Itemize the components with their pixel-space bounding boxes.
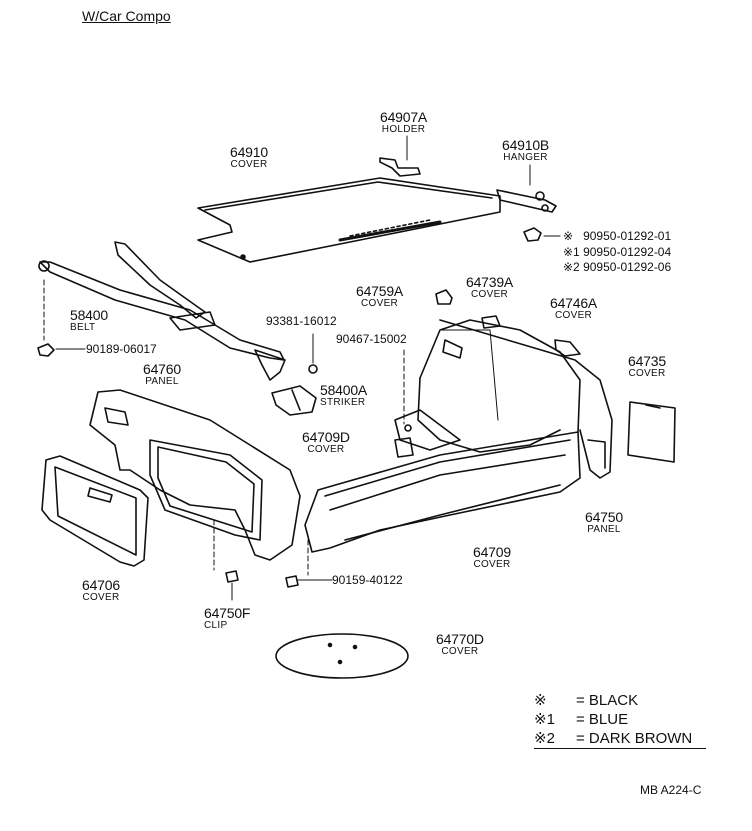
diagram-title: W/Car Compo (82, 8, 171, 24)
legend-row: ※1= BLUE (534, 711, 629, 728)
round-cover-drawing (275, 633, 409, 679)
fastener-bolt-drawing (523, 227, 561, 242)
cover-board-drawing (197, 177, 501, 263)
belt-drawing (37, 241, 286, 381)
fastener-label: ※ 90950-01292-01 (563, 229, 672, 243)
fastener-label: ※2 90950-01292-06 (563, 260, 672, 274)
clip-drawing (213, 519, 239, 601)
main-cover-drawing (304, 319, 581, 553)
fastener-label: 90467-15002 (336, 332, 407, 346)
fastener-label: 90189-06017 (86, 342, 157, 356)
storage-cover-drawing (41, 455, 149, 567)
legend-row: ※= BLACK (534, 692, 639, 709)
color-legend: ※= BLACK ※1= BLUE ※2= DARK BROWN (534, 691, 706, 749)
striker-drawing (271, 333, 318, 416)
fastener-label: ※1 90950-01292-04 (563, 245, 672, 259)
holder-drawing (379, 135, 421, 177)
small-covers-drawing (285, 289, 581, 588)
fastener-label: 93381-16012 (266, 314, 337, 328)
right-panel-drawing (439, 319, 613, 479)
side-panel-drawing (89, 389, 301, 561)
small-panel-cover-drawing (627, 401, 676, 463)
legend-row: ※2= DARK BROWN (534, 729, 706, 749)
diagram-reference: MB A224-C (640, 783, 702, 797)
hanger-drawing (496, 164, 557, 213)
fastener-label: 90159-40122 (332, 573, 403, 587)
